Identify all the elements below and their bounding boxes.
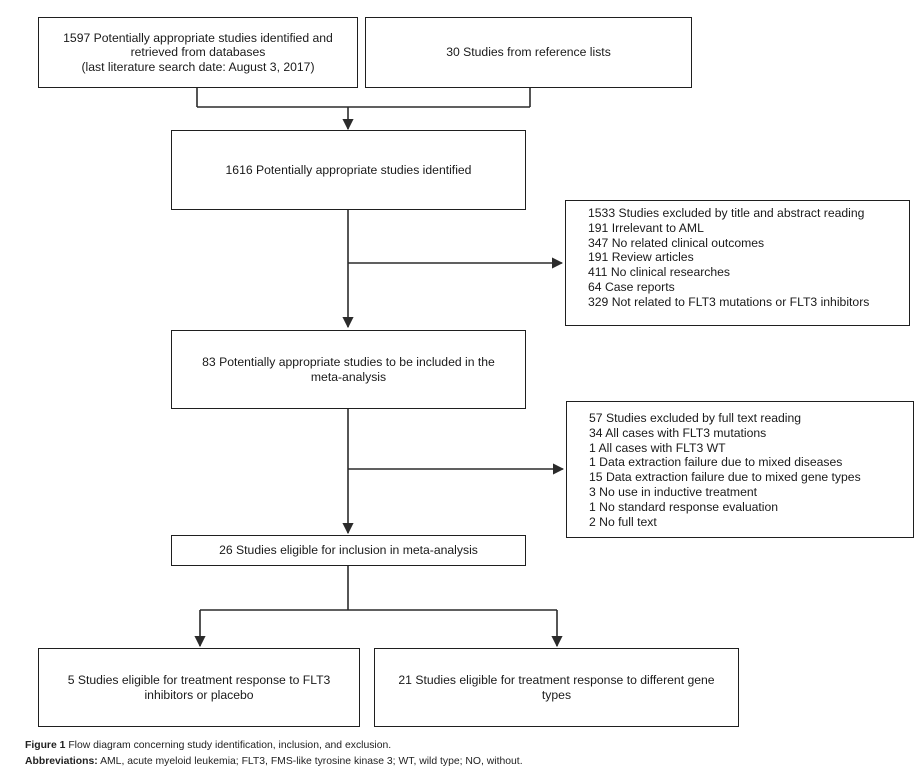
box-identified: 1616 Potentially appropriate studies ide… xyxy=(171,130,526,210)
gene-types-line-1: 21 Studies eligible for treatment respon… xyxy=(398,673,715,687)
figure-caption-text: Flow diagram concerning study identifica… xyxy=(68,740,392,751)
box-excluded-title-abstract: 1533 Studies excluded by title and abstr… xyxy=(565,200,910,326)
box-gene-types: 21 Studies eligible for treatment respon… xyxy=(374,648,739,727)
excluded-title-item: 64 Case reports xyxy=(588,279,675,294)
box-databases: 1597 Potentially appropriate studies ide… xyxy=(38,17,358,88)
databases-line-1: 1597 Potentially appropriate studies ide… xyxy=(63,30,333,45)
box-excluded-fulltext: 57 Studies excluded by full text reading… xyxy=(566,401,914,538)
box-treatment-inhibitors: 5 Studies eligible for treatment respons… xyxy=(38,648,360,727)
excluded-fulltext-heading: 57 Studies excluded by full text reading xyxy=(589,411,802,425)
excluded-fulltext-item: 34 All cases with FLT3 mutations xyxy=(589,425,767,440)
abbreviations-text: AML, acute myeloid leukemia; FLT3, FMS-l… xyxy=(100,756,523,767)
reference-lists-text: 30 Studies from reference lists xyxy=(446,45,611,60)
figure-caption: Figure 1 Flow diagram concerning study i… xyxy=(25,739,391,752)
included-line-1: 83 Potentially appropriate studies to be… xyxy=(202,355,495,369)
treatment-inhibitors-line-2: inhibitors or placebo xyxy=(144,687,254,702)
included-line-2: meta-analysis xyxy=(310,369,387,384)
excluded-fulltext-item: 1 Data extraction failure due to mixed d… xyxy=(589,455,843,470)
excluded-title-item: 191 Review articles xyxy=(588,250,694,265)
box-reference-lists: 30 Studies from reference lists xyxy=(365,17,692,88)
treatment-inhibitors-line-1: 5 Studies eligible for treatment respons… xyxy=(67,673,331,687)
gene-types-line-2: types xyxy=(541,687,572,702)
identified-text: 1616 Potentially appropriate studies ide… xyxy=(225,162,472,177)
excluded-fulltext-item: 15 Data extraction failure due to mixed … xyxy=(589,470,861,485)
abbreviations-label: Abbreviations: xyxy=(25,756,98,767)
excluded-title-item: 347 No related clinical outcomes xyxy=(588,235,765,250)
excluded-title-item: 191 Irrelevant to AML xyxy=(588,220,704,235)
excluded-title-item: 329 Not related to FLT3 mutations or FLT… xyxy=(588,294,870,309)
excluded-title-heading: 1533 Studies excluded by title and abstr… xyxy=(588,206,865,220)
eligible-text: 26 Studies eligible for inclusion in met… xyxy=(219,543,478,558)
databases-line-3: (last literature search date: August 3, … xyxy=(81,59,315,74)
excluded-fulltext-item: 1 All cases with FLT3 WT xyxy=(589,440,726,455)
excluded-fulltext-item: 1 No standard response evaluation xyxy=(589,499,779,514)
abbreviations-note: Abbreviations: AML, acute myeloid leukem… xyxy=(25,755,523,768)
box-included: 83 Potentially appropriate studies to be… xyxy=(171,330,526,409)
box-eligible: 26 Studies eligible for inclusion in met… xyxy=(171,535,526,566)
databases-line-2: retrieved from databases xyxy=(130,45,266,60)
figure-label: Figure 1 xyxy=(25,740,66,751)
excluded-title-item: 411 No clinical researches xyxy=(588,265,731,280)
excluded-fulltext-item: 3 No use in inductive treatment xyxy=(589,484,758,499)
excluded-fulltext-item: 2 No full text xyxy=(589,514,657,529)
